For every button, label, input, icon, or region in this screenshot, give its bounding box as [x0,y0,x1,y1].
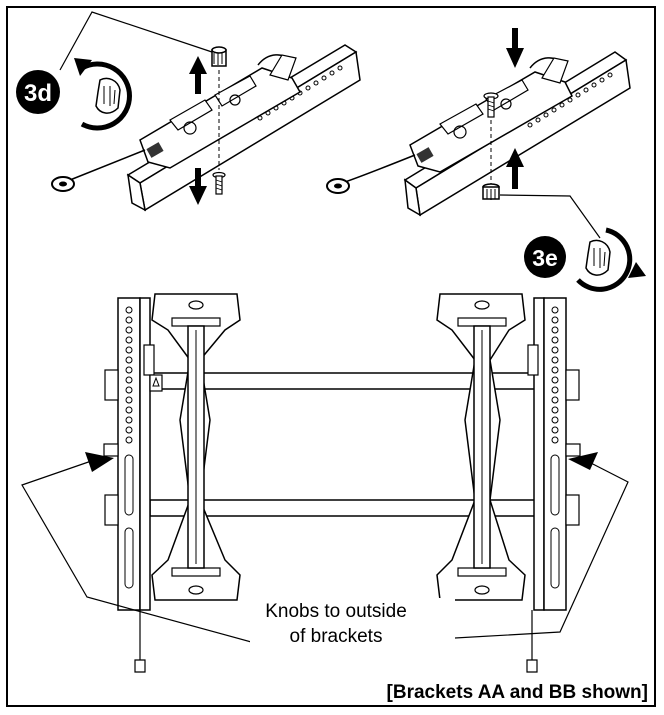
right-vertical-bracket [526,297,580,673]
arrow-up-right [506,148,524,189]
arrow-up-left [189,56,207,94]
left-vertical-bracket [104,297,163,673]
arrow-down-left [189,168,207,205]
arrow-down-right [506,28,524,68]
hand-rotate-counterclockwise-icon [74,58,132,131]
knob-callout-arrows [21,452,629,644]
right-wall-plate [436,293,526,601]
screw-bottom-left [212,171,226,195]
figure-caption: [Brackets AA and BB shown] [387,682,648,703]
wall-plate-assembly [103,293,581,673]
knob-bottom-right [482,183,500,200]
step-3d-callout: 3d [16,58,132,131]
bracket-top-left [51,11,361,212]
step-3e-badge [524,236,566,278]
bracket-top-right [326,28,631,239]
step-3d-label: 3d [24,80,52,107]
step-3e-callout: 3e [524,227,646,292]
knob-label-line1: Knobs to outside [265,601,407,622]
hand-rotate-clockwise-icon [576,227,646,292]
step-3d-badge [16,70,60,114]
left-wall-plate [151,293,241,601]
knob-label-line2: of brackets [290,626,383,647]
screw-top-right [483,92,499,118]
knob-top-left [211,46,227,67]
knob-label-background [250,598,455,648]
step-3e-label: 3e [532,245,558,271]
